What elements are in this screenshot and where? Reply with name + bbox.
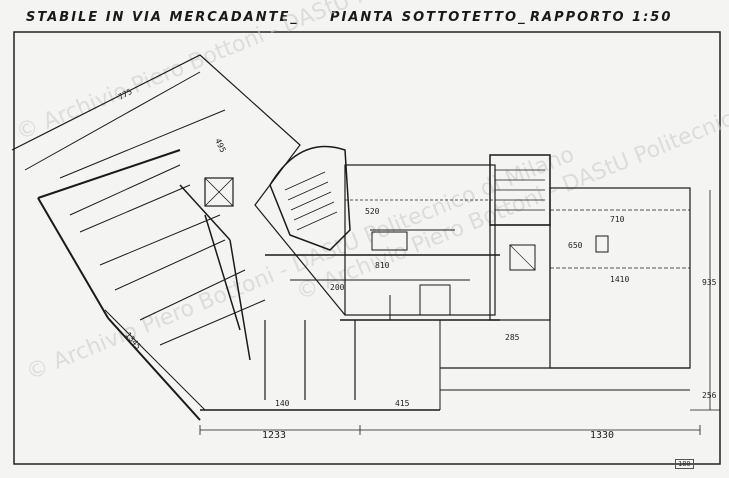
dim-140: 140 — [275, 399, 290, 408]
diagonal-wing — [11, 54, 346, 421]
dim-810: 810 — [375, 261, 390, 270]
dim-1330: 1330 — [590, 430, 614, 441]
dim-200: 200 — [330, 283, 345, 292]
right-stair-block — [489, 154, 551, 321]
dim-1410: 1410 — [610, 275, 629, 284]
dim-1233: 1233 — [262, 430, 286, 441]
watermark: © Archivio Piero Bottoni - DAStU Politec… — [13, 0, 729, 386]
watermark-text-1: © Archivio Piero Bottoni - DAStU Politec… — [13, 0, 568, 146]
dim-495: 495 — [213, 137, 227, 154]
dim-650: 650 — [568, 241, 583, 250]
archive-stamp: 180 — [675, 459, 694, 469]
dim-520: 520 — [365, 207, 380, 216]
dim-285: 285 — [505, 333, 520, 342]
dim-710: 710 — [610, 215, 625, 224]
curved-stair — [269, 145, 351, 251]
scale-label: RAPPORTO 1:50 — [530, 10, 673, 25]
sheet-frame — [13, 31, 721, 465]
lower-rooms — [199, 320, 701, 435]
dim-415: 415 — [395, 399, 410, 408]
drawing-title: STABILE IN VIA MERCADANTE_ — [26, 10, 299, 25]
dim-256: 256 — [702, 391, 717, 400]
central-block — [265, 164, 500, 321]
right-wing — [440, 187, 720, 411]
plan-name: PIANTA SOTTOTETTO_ — [330, 10, 527, 25]
dim-935: 935 — [702, 278, 717, 287]
